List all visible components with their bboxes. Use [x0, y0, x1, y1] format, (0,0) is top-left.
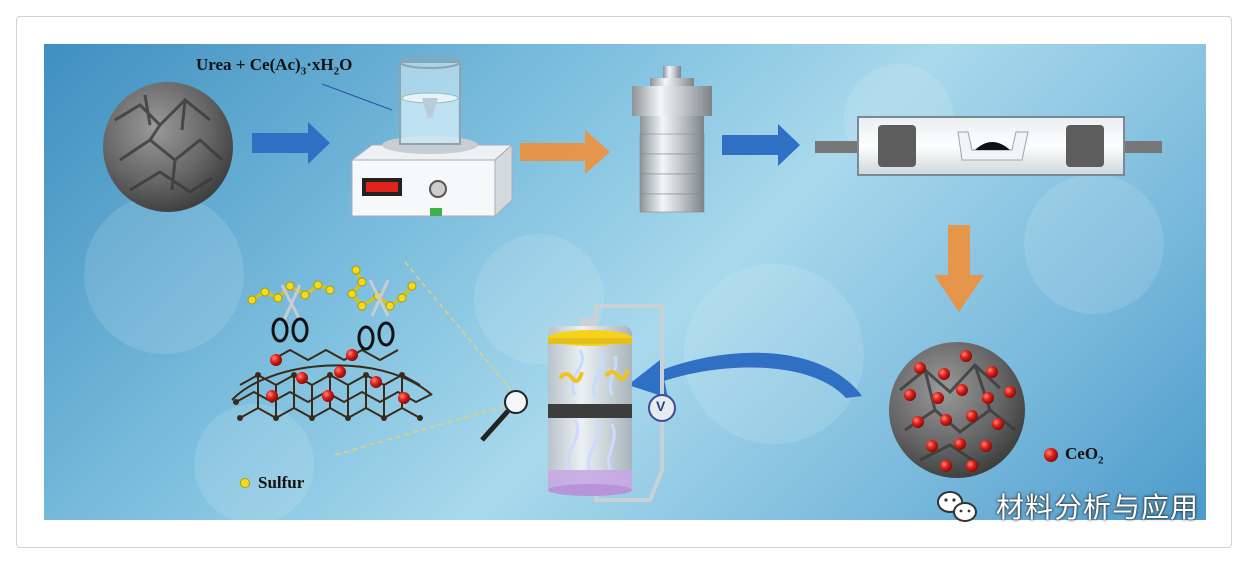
- scissors-icon-right: [357, 279, 395, 351]
- tube-furnace: [815, 116, 1162, 176]
- ceo2-label: CeO2: [1065, 444, 1104, 467]
- arrow-orange-down: [934, 225, 984, 312]
- autoclave: [632, 66, 712, 213]
- ceo2-legend-dot: [1044, 448, 1058, 462]
- carbon-sphere: [103, 82, 233, 212]
- wechat-icon: [937, 491, 977, 522]
- watermark: 材料分析与应用: [996, 488, 1199, 524]
- voltmeter-label: V: [656, 398, 666, 414]
- li-s-battery: [548, 304, 676, 502]
- arrow-orange-1: [520, 130, 610, 174]
- carbon-lattice-sheet: [231, 348, 433, 421]
- arrow-curved-blue: [628, 352, 862, 398]
- arrow-blue-2: [722, 124, 800, 166]
- scissors-icon-left: [271, 284, 309, 343]
- watermark-text: 材料分析与应用: [996, 491, 1200, 524]
- arrow-blue-1: [252, 122, 330, 164]
- precursor-label: Urea + Ce(Ac)3·xH2O: [196, 55, 353, 78]
- sulfur-chains: [247, 265, 417, 311]
- magnifier-icon: [334, 261, 528, 456]
- ceo2-decorated-sphere: [889, 342, 1025, 478]
- sulfur-label: Sulfur: [258, 473, 305, 492]
- stirrer-with-beaker: [350, 55, 514, 218]
- sulfur-legend-dot: [240, 478, 250, 488]
